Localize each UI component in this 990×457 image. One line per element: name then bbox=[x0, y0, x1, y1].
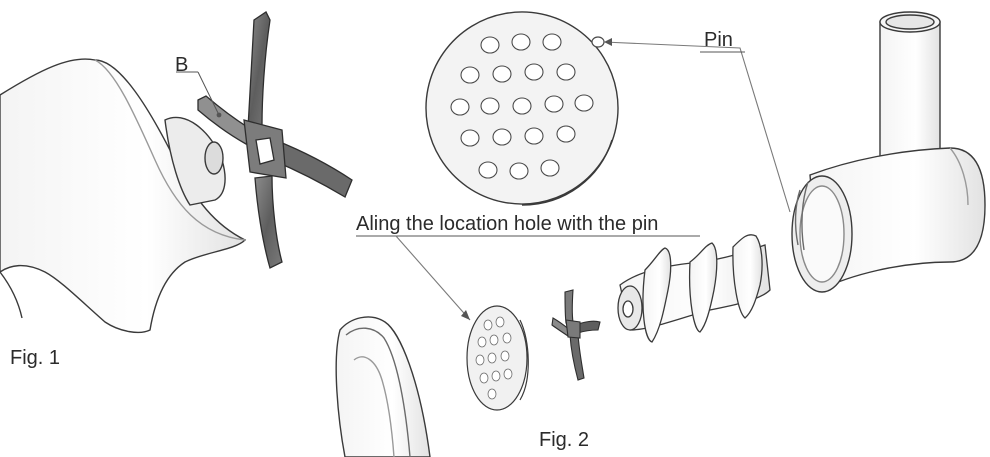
pin-leader-arrow bbox=[604, 38, 612, 46]
caption-fig2: Fig. 2 bbox=[539, 429, 590, 451]
cutting-blade-fig1 bbox=[197, 11, 353, 269]
perforated-disc-large bbox=[425, 11, 619, 206]
fig1-auger bbox=[0, 58, 247, 334]
cutting-blade-fig2 bbox=[551, 289, 601, 381]
align-leader-arrow bbox=[461, 310, 470, 320]
label-b: B bbox=[175, 54, 189, 76]
label-pin: Pin bbox=[704, 29, 733, 51]
grinder-housing bbox=[791, 11, 986, 293]
align-leader-line bbox=[395, 235, 471, 321]
auger bbox=[617, 234, 771, 343]
location-hole bbox=[591, 36, 605, 48]
lock-ring bbox=[335, 316, 431, 457]
leader-dot-b bbox=[216, 112, 222, 118]
perforated-disc-small bbox=[466, 305, 529, 411]
label-align-instruction: Aling the location hole with the pin bbox=[356, 213, 659, 235]
caption-fig1: Fig. 1 bbox=[10, 347, 61, 369]
pin-leader-line bbox=[603, 41, 791, 213]
leader-line-b bbox=[197, 71, 220, 116]
